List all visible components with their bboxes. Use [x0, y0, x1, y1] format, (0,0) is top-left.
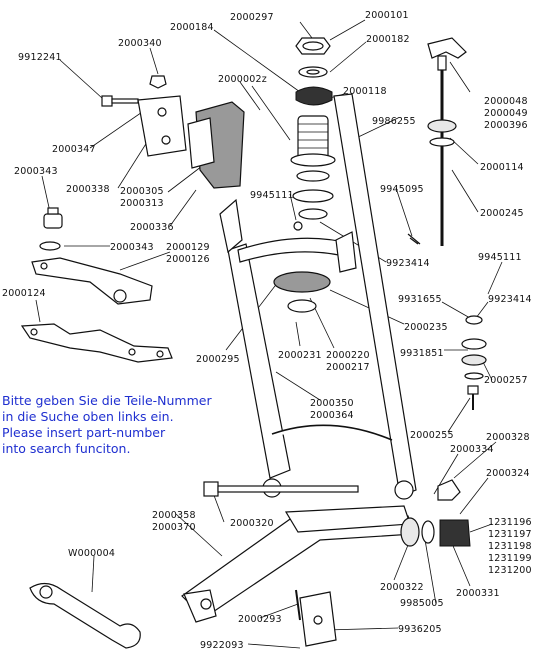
label-2000295: 2000295	[196, 354, 240, 365]
label-2000257: 2000257	[484, 375, 528, 386]
axle	[203, 481, 359, 497]
label-2000305: 2000305	[120, 186, 164, 197]
label-2000313: 2000313	[120, 198, 164, 209]
label-2000049: 2000049	[484, 108, 528, 119]
label-2000048: 2000048	[484, 96, 528, 107]
label-2000343a: 2000343	[14, 166, 58, 177]
headstock-parts	[101, 37, 336, 220]
label-1231200: 1231200	[488, 565, 532, 576]
label-2000347: 2000347	[52, 144, 96, 155]
label-2000255: 2000255	[410, 430, 454, 441]
label-2000334: 2000334	[450, 444, 494, 455]
label-2000124: 2000124	[2, 288, 46, 299]
label-9931655: 9931655	[398, 294, 442, 305]
label-2000320: 2000320	[230, 518, 274, 529]
label-2000297: 2000297	[230, 12, 274, 23]
label-2000338: 2000338	[66, 184, 110, 195]
label-2000235: 2000235	[404, 322, 448, 333]
label-9936205: 9936205	[398, 624, 442, 635]
label-1231199: 1231199	[488, 553, 532, 564]
label-2000331: 2000331	[456, 588, 500, 599]
label-9931851: 9931851	[400, 348, 444, 359]
label-2000002z: 2000002z	[218, 74, 267, 85]
label-2000129: 2000129	[166, 242, 210, 253]
search-instruction-note: Bitte geben Sie die Teile-Nummer in die …	[2, 393, 262, 457]
note-line-german-2: in die Suche oben links ein.	[2, 409, 174, 424]
label-2000328: 2000328	[486, 432, 530, 443]
label-9912241: 9912241	[18, 52, 62, 63]
label-2000293: 2000293	[238, 614, 282, 625]
left-small-parts	[20, 207, 173, 363]
right-bolt-stack	[461, 315, 487, 410]
wrench	[29, 582, 141, 649]
part-labels: 2000297 2000101 2000184 2000182 2000340 …	[2, 10, 532, 651]
fork-frame	[219, 93, 417, 500]
label-2000231: 2000231	[278, 350, 322, 361]
note-line-english-1: Please insert part-number	[2, 425, 166, 440]
label-W000004: W000004	[68, 548, 115, 559]
label-9923414b: 9923414	[488, 294, 532, 305]
label-2000245: 2000245	[480, 208, 524, 219]
label-2000101: 2000101	[365, 10, 409, 21]
label-2000220: 2000220	[326, 350, 370, 361]
note-line-german-1: Bitte geben Sie die Teile-Nummer	[2, 393, 212, 408]
label-2000370: 2000370	[152, 522, 196, 533]
swing-arm	[181, 479, 471, 647]
label-1231196: 1231196	[488, 517, 532, 528]
label-2000340: 2000340	[118, 38, 162, 49]
label-2000350: 2000350	[310, 398, 354, 409]
label-9922093: 9922093	[200, 640, 244, 651]
label-9945095: 9945095	[380, 184, 424, 195]
label-1231197: 1231197	[488, 529, 532, 540]
label-2000126: 2000126	[166, 254, 210, 265]
label-2000343b: 2000343	[110, 242, 154, 253]
label-9985005: 9985005	[400, 598, 444, 609]
label-2000396: 2000396	[484, 120, 528, 131]
label-2000217: 2000217	[326, 362, 370, 373]
label-2000182: 2000182	[366, 34, 410, 45]
damper-rod	[407, 37, 467, 246]
label-9945111a: 9945111	[250, 190, 294, 201]
label-2000114: 2000114	[480, 162, 524, 173]
label-2000364: 2000364	[310, 410, 354, 421]
label-2000324: 2000324	[486, 468, 530, 479]
label-9923414a: 9923414	[386, 258, 430, 269]
label-9945111b: 9945111	[478, 252, 522, 263]
label-2000336: 2000336	[130, 222, 174, 233]
label-2000118: 2000118	[343, 86, 387, 97]
label-2000184: 2000184	[170, 22, 214, 33]
label-9986255: 9986255	[372, 116, 416, 127]
label-2000358: 2000358	[152, 510, 196, 521]
label-1231198: 1231198	[488, 541, 532, 552]
label-2000322: 2000322	[380, 582, 424, 593]
note-line-english-2: into search funciton.	[2, 441, 131, 456]
